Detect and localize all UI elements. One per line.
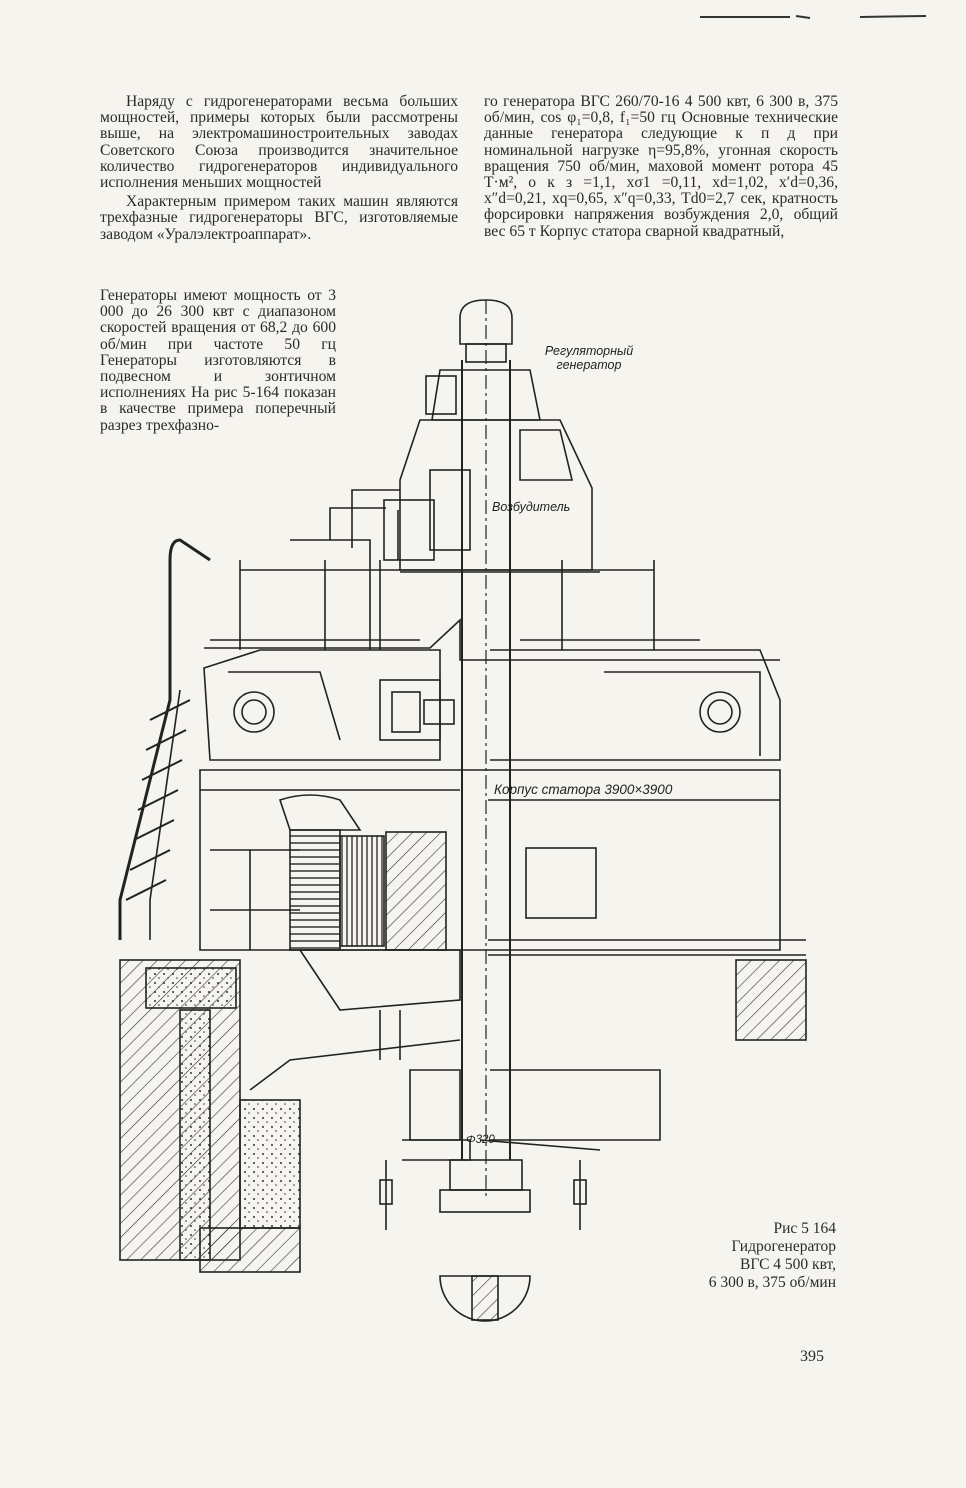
label-shaft-diameter: Φ320	[466, 1134, 495, 1146]
caption-figure-number: Рис 5 164	[773, 1220, 836, 1237]
paragraph-intro: Наряду с гидрогенераторами весьма больши…	[100, 93, 458, 192]
text-column-left: Наряду с гидрогенераторами весьма больши…	[100, 93, 458, 243]
page-number: 395	[800, 1348, 824, 1365]
caption-voltage-speed: 6 300 в, 375 об/мин	[708, 1274, 836, 1291]
figure-caption: Рис 5 164 Гидрогенератор ВГС 4 500 квт, …	[660, 1220, 836, 1292]
paragraph-specs: го генератора ВГС 260/70-16 4 500 квт, 6…	[484, 93, 838, 240]
paragraph-generator-range: Генераторы имеют мощность от 3 000 до 26…	[100, 287, 336, 434]
label-regulator-generator: Регуляторный генератор	[544, 344, 634, 372]
caption-title: Гидрогенератор	[731, 1238, 836, 1255]
text-column-left-narrow: Генераторы имеют мощность от 3 000 до 26…	[100, 287, 336, 434]
caption-model-power: ВГС 4 500 квт,	[739, 1256, 836, 1273]
scan-edge-mark	[700, 15, 926, 19]
label-exciter: Возбудитель	[492, 500, 571, 514]
label-stator-frame: Корпус статора 3900×3900	[494, 782, 673, 797]
paragraph-example: Характерным примером таких машин являютс…	[100, 193, 458, 243]
text-column-right: го генератора ВГС 260/70-16 4 500 квт, 6…	[484, 93, 838, 240]
